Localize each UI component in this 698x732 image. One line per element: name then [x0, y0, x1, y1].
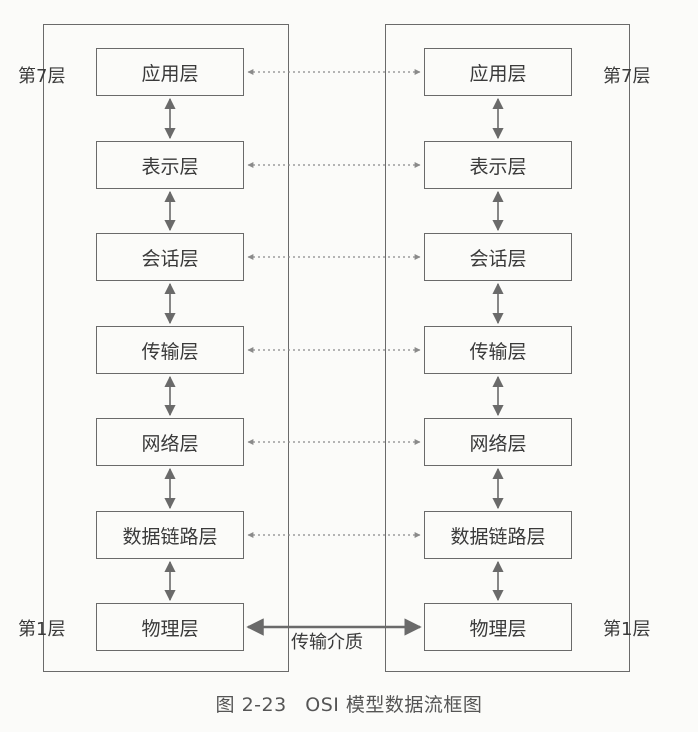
right-top-layer-label: 第7层	[603, 66, 651, 87]
left-layer-box: 表示层	[96, 141, 244, 189]
caption-number: 图 2-23	[215, 694, 287, 716]
left-layer-box: 传输层	[96, 326, 244, 374]
right-layer-box: 应用层	[424, 48, 572, 96]
left-top-layer-label: 第7层	[18, 66, 66, 87]
figure-caption: 图 2-23 OSI 模型数据流框图	[0, 690, 698, 717]
right-layer-box: 会话层	[424, 233, 572, 281]
left-layer-box: 会话层	[96, 233, 244, 281]
transmission-medium-label: 传输介质	[291, 632, 363, 653]
left-layer-box: 网络层	[96, 418, 244, 466]
right-layer-box: 物理层	[424, 603, 572, 651]
right-layer-box: 网络层	[424, 418, 572, 466]
right-layer-box: 表示层	[424, 141, 572, 189]
left-layer-box: 应用层	[96, 48, 244, 96]
left-layer-box: 数据链路层	[96, 511, 244, 559]
right-bottom-layer-label: 第1层	[603, 619, 651, 640]
right-layer-box: 数据链路层	[424, 511, 572, 559]
left-layer-box: 物理层	[96, 603, 244, 651]
left-bottom-layer-label: 第1层	[18, 619, 66, 640]
right-layer-box: 传输层	[424, 326, 572, 374]
caption-title: OSI 模型数据流框图	[305, 694, 483, 716]
